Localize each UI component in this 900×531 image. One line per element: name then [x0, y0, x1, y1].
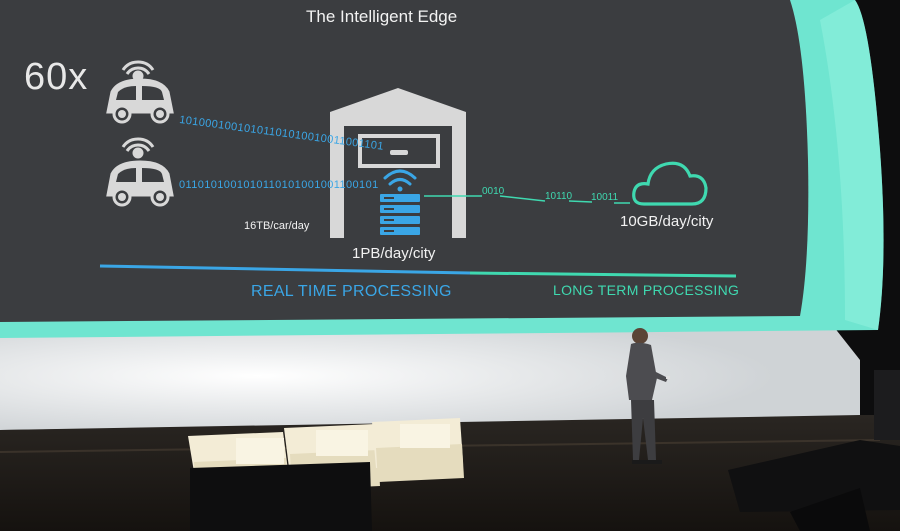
bits-label-c: 10011 [591, 192, 619, 203]
bits-label-a: 0010 [482, 186, 505, 197]
autonomous-car-icon [106, 60, 174, 124]
warehouse-icon [330, 88, 466, 238]
cloud-icon [632, 161, 708, 206]
stage-lectern [874, 370, 900, 440]
realtime-line [99, 264, 471, 275]
binary-stream-bottom: 0110101001010110101001001100101 [179, 179, 379, 191]
stage-monitor [790, 488, 870, 531]
realtime-processing-label: REAL TIME PROCESSING [251, 283, 452, 300]
slide-title: The Intelligent Edge [306, 7, 458, 26]
cloud-data-rate: 10GB/day/city [620, 213, 714, 230]
lounge-chair [372, 418, 464, 482]
car-data-rate: 16TB/car/day [244, 220, 310, 232]
server-icon [380, 194, 420, 235]
edge-data-rate: 1PB/day/city [352, 245, 436, 262]
bits-label-b: 10110 [545, 191, 573, 202]
edge-cloud-link [424, 195, 630, 204]
presenter-figure [626, 328, 670, 464]
longterm-processing-label: LONG TERM PROCESSING [553, 282, 740, 298]
stage-monitor [190, 462, 372, 531]
wifi-icon [383, 169, 417, 192]
autonomous-car-icon [106, 137, 174, 207]
car-multiplier: 60x [24, 56, 89, 98]
longterm-line [469, 271, 737, 278]
back-wall [0, 322, 860, 430]
